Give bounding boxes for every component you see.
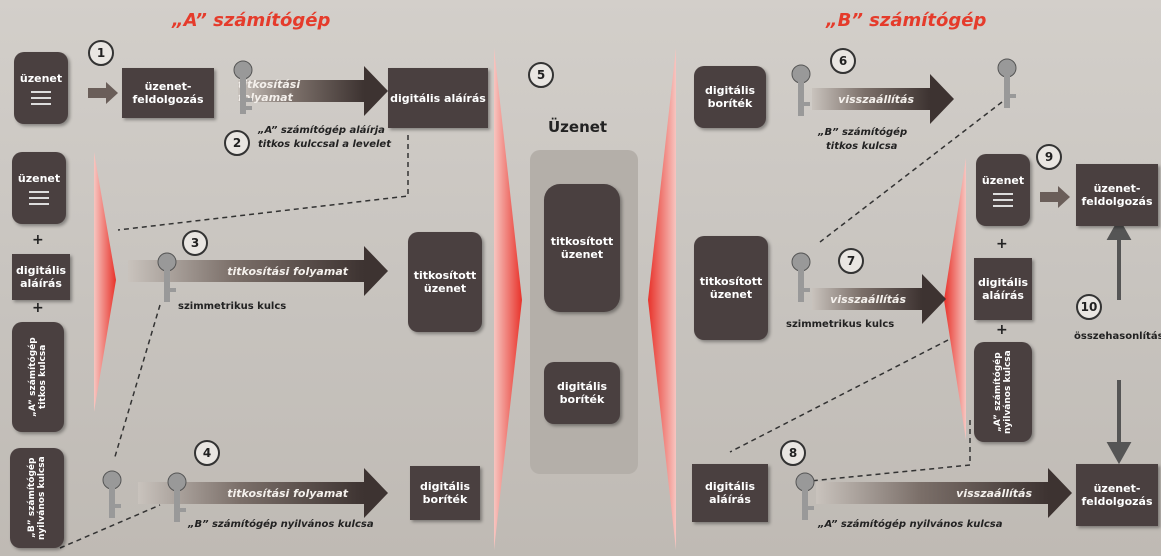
szimmetrikus-kulcs-label-right: szimmetrikus kulcs bbox=[786, 319, 895, 330]
uzenet-label: üzenet bbox=[981, 173, 1025, 187]
step-2-badge: 2 bbox=[224, 130, 250, 156]
b-titkos-kulcsa-label-1: „B” számítógép bbox=[818, 127, 908, 138]
right-wedge bbox=[944, 158, 966, 440]
step-5-badge: 5 bbox=[528, 62, 554, 88]
plus-sign: + bbox=[32, 232, 44, 248]
text-lines-icon bbox=[993, 192, 1013, 207]
dashed-arrow-3 bbox=[59, 504, 161, 549]
dashed-arrow-4 bbox=[819, 101, 1003, 243]
plus-sign: + bbox=[996, 322, 1008, 338]
key-icon bbox=[167, 472, 187, 522]
small-arrow-1 bbox=[88, 82, 118, 104]
dashed-arrow-6 bbox=[799, 420, 971, 483]
key-icon bbox=[791, 64, 811, 116]
arrow-label: titkosítási folyamat bbox=[227, 264, 348, 278]
uzenet-box-right: üzenet bbox=[976, 154, 1030, 226]
center-right-wedge bbox=[648, 48, 676, 550]
visszaallitas-arrow-2: visszaállítás bbox=[812, 274, 946, 324]
titkositott-uzenet-box-left: titkosított üzenet bbox=[408, 232, 482, 332]
titkositott-uzenet-box-right: titkosított üzenet bbox=[694, 236, 768, 340]
step-3-badge: 3 bbox=[182, 230, 208, 256]
szimmetrikus-kulcs-label-left: szimmetrikus kulcs bbox=[178, 301, 287, 312]
digitalis-alairas-box-top: digitális aláírás bbox=[388, 68, 488, 128]
digitalis-boritek-box-right: digitális boríték bbox=[694, 66, 766, 128]
arrow-label: visszaállítás bbox=[838, 92, 914, 106]
key-icon bbox=[795, 472, 815, 520]
digitalis-alairas-box-bottom: digitális aláírás bbox=[692, 464, 768, 522]
key-icon bbox=[157, 252, 177, 302]
uzenet-middle-title: Üzenet bbox=[548, 118, 608, 136]
dashed-arrow-1 bbox=[117, 135, 409, 231]
b-nyilvanos-kulcsa-box: „B” számítógép nyilvános kulcsa bbox=[10, 448, 64, 548]
titkositasi-folyamat-arrow-3: titkosítási folyamat bbox=[138, 468, 388, 518]
computer-a-title: „A” számítógép bbox=[172, 10, 331, 31]
b-titkos-kulcsa-label-2: titkos kulcsa bbox=[826, 141, 898, 152]
text-lines-icon bbox=[31, 90, 51, 105]
b-nyilvanos-kulcsa-label: „B” számítógép nyilvános kulcsa bbox=[27, 456, 47, 540]
a-nyilvanos-kulcsa-box: „A” számítógép nyilvános kulcsa bbox=[974, 342, 1032, 442]
arrow-label: titkosítási folyamat bbox=[227, 486, 348, 500]
osszehasonlitas-label: összehasonlítás bbox=[1074, 331, 1161, 342]
key-icon bbox=[997, 58, 1017, 108]
arrow-label: titkosítási folyamat bbox=[238, 78, 301, 104]
step-7-badge: 7 bbox=[838, 248, 864, 274]
digitalis-alairas-box-left: digitális aláírás bbox=[12, 254, 70, 300]
key-icon bbox=[233, 60, 253, 114]
text-lines-icon bbox=[29, 190, 49, 205]
titkositasi-folyamat-arrow-2: titkosítási folyamat bbox=[128, 246, 388, 296]
titkositasi-folyamat-arrow-1: titkosítási folyamat bbox=[238, 66, 388, 116]
key-icon bbox=[102, 470, 122, 518]
uzenet-box-1: üzenet bbox=[14, 52, 68, 124]
plus-sign: + bbox=[32, 300, 44, 316]
uzenet-label: üzenet bbox=[19, 71, 63, 85]
step-10-badge: 10 bbox=[1076, 294, 1102, 320]
arrow-label: visszaállítás bbox=[830, 292, 906, 306]
computer-b-title: „B” számítógép bbox=[826, 10, 987, 31]
step-6-badge: 6 bbox=[830, 48, 856, 74]
step-8-badge: 8 bbox=[780, 440, 806, 466]
a-titkos-kulcsa-box: „A” számítógép titkos kulcsa bbox=[12, 322, 64, 432]
left-wedge bbox=[94, 152, 116, 412]
a-nyilvanos-kulcsa-label-bottom: „A” számítógép nyilvános kulcsa bbox=[818, 519, 1003, 530]
digitalis-boritek-box-left: digitális boríték bbox=[410, 466, 480, 520]
uzenet-feldolgozas-box-right-bottom: üzenet-feldolgozás bbox=[1076, 464, 1158, 526]
titkositott-uzenet-box-middle: titkosított üzenet bbox=[544, 184, 620, 312]
small-arrow-2 bbox=[1040, 186, 1070, 208]
dashed-arrow-5 bbox=[729, 339, 949, 453]
arrow-label: visszaállítás bbox=[956, 486, 1032, 500]
uzenet-box-2: üzenet bbox=[12, 152, 66, 224]
step-9-badge: 9 bbox=[1036, 144, 1062, 170]
key-icon bbox=[791, 252, 811, 302]
digitalis-alairas-box-right: digitális aláírás bbox=[974, 258, 1032, 320]
digitalis-boritek-box-middle: digitális boríték bbox=[544, 362, 620, 424]
uzenet-feldolgozas-box-left: üzenet-feldolgozás bbox=[122, 68, 214, 118]
a-nyilvanos-kulcsa-label: „A” számítógép nyilvános kulcsa bbox=[993, 350, 1013, 434]
step-4-badge: 4 bbox=[194, 440, 220, 466]
dashed-arrow-2 bbox=[113, 304, 161, 461]
uzenet-feldolgozas-box-right-top: üzenet-feldolgozás bbox=[1076, 164, 1158, 226]
b-nyilvanos-kulcsa-label: „B” számítógép nyilvános kulcsa bbox=[188, 519, 374, 530]
a-titkos-kulcsa-label: „A” számítógép titkos kulcsa bbox=[28, 337, 48, 417]
step-1-badge: 1 bbox=[88, 40, 114, 66]
visszaallitas-arrow-1: visszaállítás bbox=[812, 74, 954, 124]
visszaallitas-arrow-3: visszaállítás bbox=[816, 468, 1072, 518]
plus-sign: + bbox=[996, 236, 1008, 252]
uzenet-label-2: üzenet bbox=[17, 171, 61, 185]
step-2-text-2: titkos kulccsal a levelet bbox=[258, 139, 391, 150]
center-left-wedge bbox=[494, 48, 522, 550]
step-2-text-1: „A” számítógép aláírja bbox=[258, 125, 385, 136]
